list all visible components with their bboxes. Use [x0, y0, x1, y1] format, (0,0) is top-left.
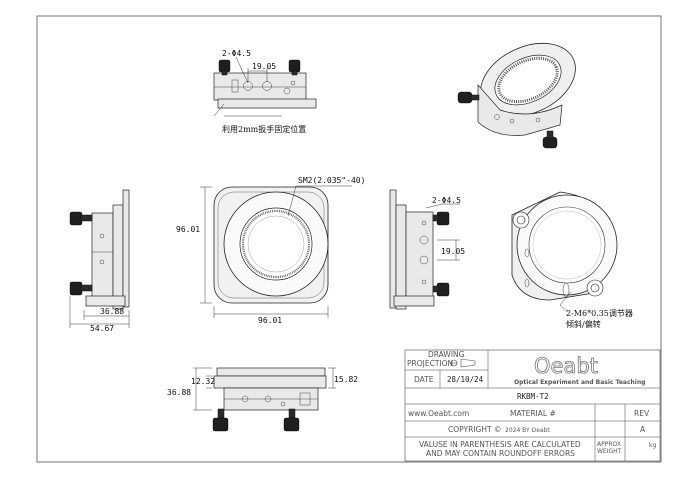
tb-projection-label: PROJECTION — [407, 359, 453, 368]
top-hole-note: 2-Φ4.5 — [222, 49, 251, 58]
tb-part-number: RKBM-T2 — [517, 392, 549, 401]
tb-website: www.Oeabt.com — [408, 409, 469, 418]
tb-note-line1: VALUSE IN PARENTHESIS ARE CALCULATED — [419, 440, 581, 449]
back-view: 2-M6*0.35调节器 倾斜/偏转 — [511, 191, 633, 329]
bottom-height-total-dim: 36.88 — [167, 388, 191, 397]
front-view: SM2(2.035"-40) 96.01 96.01 — [176, 176, 365, 325]
top-view: 2-Φ4.5 19.05 利用2mm扳手固定位置 — [213, 49, 317, 134]
sheet-border — [36, 15, 662, 463]
tb-weight-unit: kg — [649, 442, 656, 449]
bottom-height-left-dim: 12.32 — [191, 377, 215, 386]
copyright-icon: © — [494, 425, 502, 434]
tb-approx-label: APPROX — [597, 441, 621, 448]
front-thread-note: SM2(2.035"-40) — [298, 176, 365, 185]
adjuster-note-line2: 倾斜/偏转 — [566, 319, 601, 329]
projection-symbol-icon — [450, 358, 476, 368]
tb-note-line2: AND MAY CONTAIN ROUNDOFF ERRORS — [426, 449, 575, 458]
tb-rev-value: A — [640, 425, 646, 434]
tb-date-value: 28/10/24 — [447, 375, 484, 384]
title-block: DRAWING PROJECTION DATE 28/10/24 Oeabt O… — [404, 349, 661, 462]
company-logo: Oeabt — [534, 354, 598, 378]
tb-rev-label: REV — [634, 409, 650, 418]
left-side-view: 36.88 54.67 — [69, 189, 130, 333]
front-height-dim: 96.01 — [176, 225, 200, 234]
tb-copyright-text: 2024 BY Oeabt — [505, 427, 550, 434]
front-width-dim: 96.01 — [258, 316, 282, 325]
tb-drawing-label: DRAWING — [428, 350, 465, 359]
left-depth-outer-dim: 54.67 — [90, 324, 114, 333]
tb-copyright-label: COPYRIGHT — [448, 425, 492, 434]
top-wrench-note: 利用2mm扳手固定位置 — [222, 124, 306, 134]
company-tagline: Optical Experiment and Basic Teaching — [514, 379, 645, 386]
adjuster-note-line1: 2-M6*0.35调节器 — [566, 309, 633, 318]
tb-weight-label: WEIGHT — [597, 448, 622, 455]
right-spacing-dim: 19.05 — [441, 247, 465, 256]
bottom-height-right-dim: 15.82 — [334, 375, 358, 384]
iso-view — [457, 42, 576, 149]
right-side-view: 2-Φ4.5 19.05 — [389, 189, 465, 310]
bottom-view: 36.88 12.32 15.82 — [167, 367, 358, 432]
right-hole-note: 2-Φ4.5 — [432, 196, 461, 205]
tb-date-label: DATE — [414, 375, 434, 384]
top-spacing-dim: 19.05 — [252, 62, 276, 71]
left-depth-inner-dim: 36.88 — [100, 307, 124, 316]
tb-material-label: MATERIAL # — [510, 409, 556, 418]
